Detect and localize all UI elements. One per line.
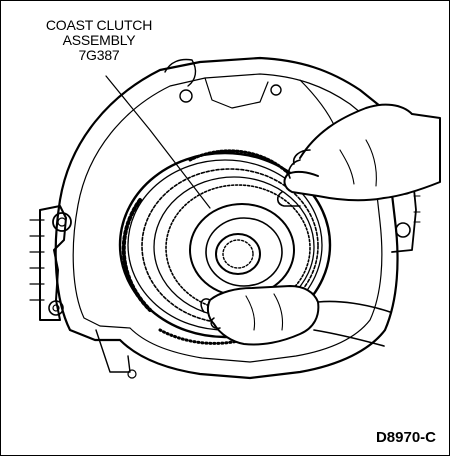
bolt-boss [270,84,282,96]
hub-bore-spline [222,239,254,269]
linkage-pin [127,369,137,379]
bracket-bolt [52,212,72,232]
hand-upper-finger [287,149,311,179]
side-bracket-detail [29,219,45,301]
hand-upper-knuckles [339,139,377,187]
hand-lower [206,285,320,346]
case-outline [54,56,399,380]
bolt-boss [179,89,193,103]
hand-lower-knuckles [245,293,284,331]
lower-linkage [95,329,131,373]
figure-id: D8970-C [375,429,436,446]
bracket-bolt [57,217,67,227]
case-rib-top-2 [204,77,269,109]
side-bracket [39,205,67,321]
hand-lower-finger [200,298,221,330]
bracket-bolt [48,300,64,316]
callout-label: COAST CLUTCH ASSEMBLY 7G387 [24,18,174,63]
hand-upper-thumb [276,191,301,207]
callout-leader [105,75,211,209]
clutch-hub-inner [205,217,283,287]
case-rib-top [164,58,197,87]
callout-line-1: COAST CLUTCH [45,17,153,33]
hub-bore [215,233,261,275]
drum-shading [121,198,152,312]
hand-upper [283,103,441,202]
drum-spline-top [188,149,292,177]
callout-line-2: ASSEMBLY [62,32,136,48]
arm-lower [313,300,391,347]
bracket-bolt [52,304,60,312]
callout-line-3: 7G387 [78,47,120,63]
right-fitting-bolt [395,222,411,238]
